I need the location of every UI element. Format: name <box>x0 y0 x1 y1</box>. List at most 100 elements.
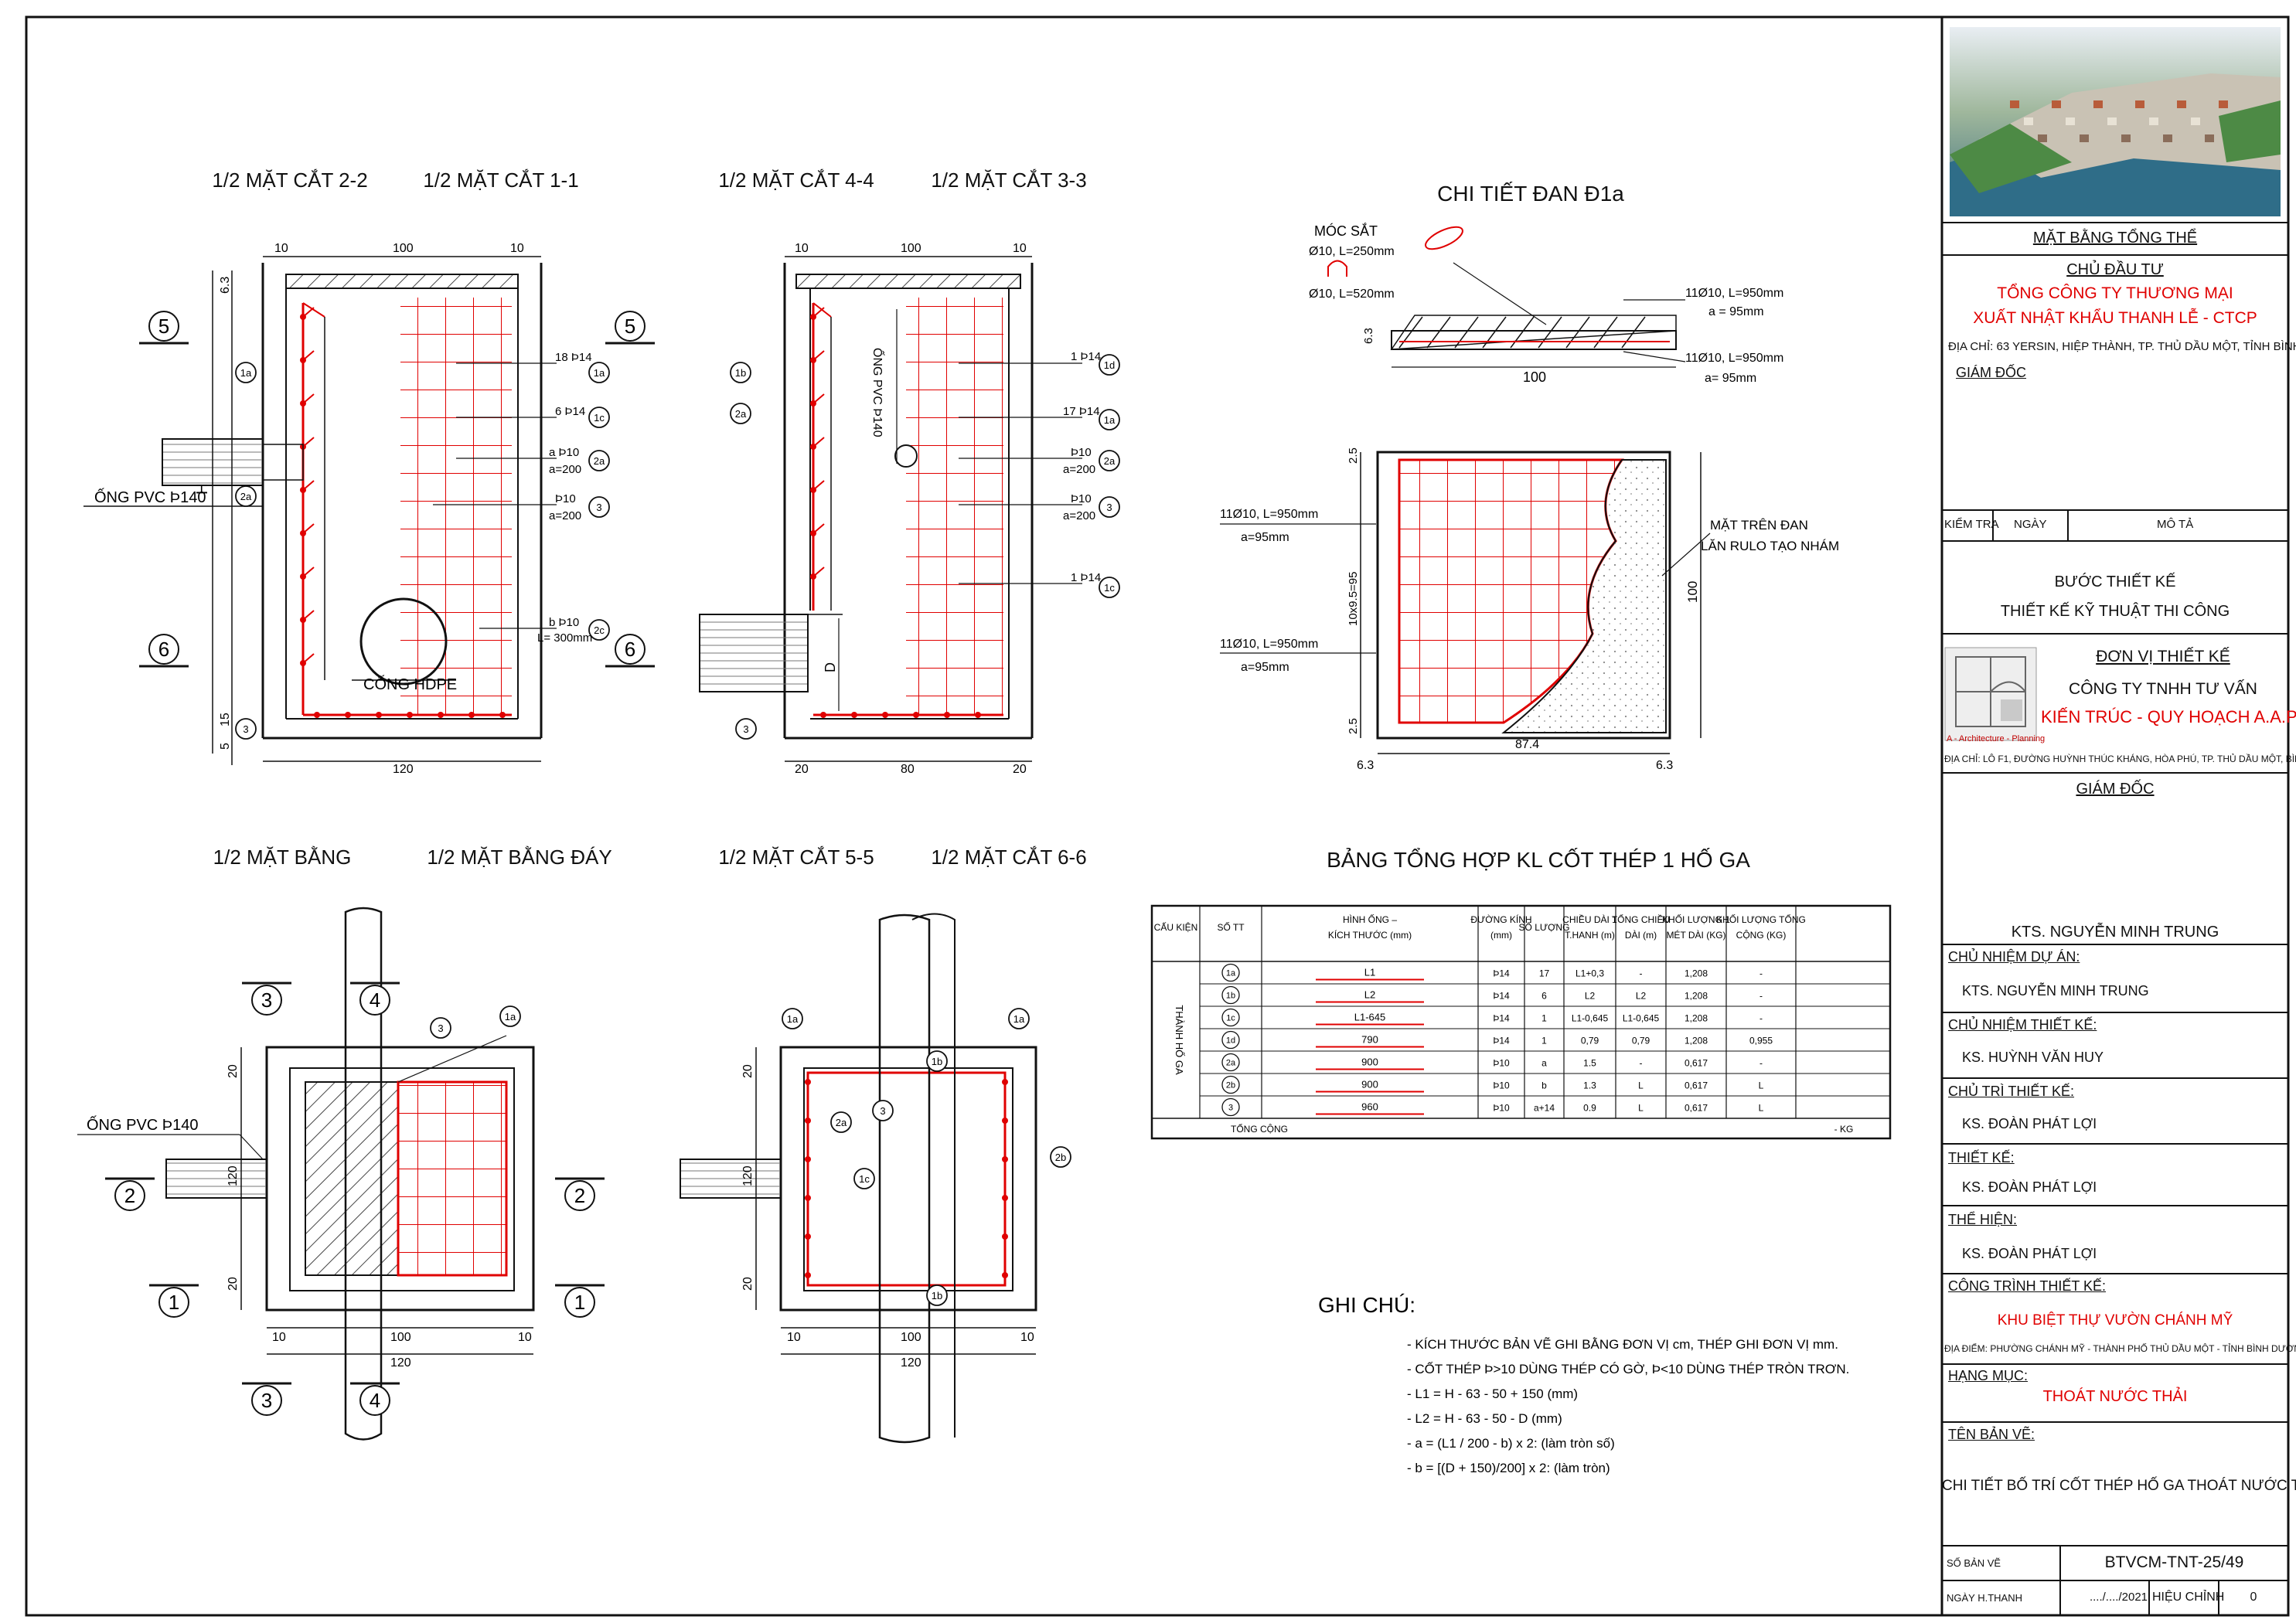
tb-director-1: GIÁM ĐỐC <box>1956 365 2027 380</box>
svg-text:1c: 1c <box>1104 582 1115 594</box>
dim-20b: 20 <box>1013 763 1027 776</box>
tb-check: KIỂM TRA <box>1944 518 1999 531</box>
table-bubble <box>1221 963 1240 982</box>
table-cell: 0,617 <box>1685 1058 1708 1069</box>
plan-view: ỐNG PVC Þ140 10 100 10 120 20 120 20 <box>77 907 535 1441</box>
table-cell: 1,208 <box>1685 1013 1708 1024</box>
rebar-bubble-1a: 1a <box>782 1008 803 1029</box>
rebar-note-d10c: Þ10 <box>1071 446 1092 459</box>
dim-20c: 20 <box>227 1064 240 1078</box>
svg-text:1: 1 <box>169 1291 179 1314</box>
rebar-dot <box>882 712 888 718</box>
dim-slab-63: 6.3 <box>1362 328 1375 344</box>
svg-text:6: 6 <box>158 638 169 661</box>
tb-rev: 0 <box>2250 1591 2257 1604</box>
dim-20f: 20 <box>741 1277 755 1291</box>
title-section-2-2: 1/2 MẶT CẮT 2-2 <box>212 168 367 192</box>
section-4-4-3-3: D ỐNG PVC Þ140 10 100 10 20 80 20 1 Þ14 … <box>699 242 1101 776</box>
tb-sheet: BTVCM-TNT-25/49 <box>2104 1553 2244 1571</box>
note-item: - CỐT THÉP Þ>10 DÙNG THÉP CÓ GỜ, Þ<10 DÙ… <box>1407 1361 1849 1376</box>
tb-drawn-label: THỂ HIỆN: <box>1948 1212 2018 1227</box>
title-section-5-5: 1/2 MẶT CẮT 5-5 <box>718 846 874 869</box>
hook-size-1: Ø10, L=250mm <box>1309 245 1395 258</box>
titleblock-lines <box>1942 222 2288 1615</box>
dim-20e: 20 <box>741 1064 755 1078</box>
svg-text:1: 1 <box>574 1291 585 1314</box>
rebar-bubble-2a: 2a <box>730 403 751 424</box>
section-mark-5: 5 <box>139 311 189 345</box>
table-cell: a+14 <box>1534 1103 1555 1114</box>
tb-date: NGÀY <box>2014 518 2047 531</box>
tb-drawn-name: KS. ĐOÀN PHÁT LỢI <box>1962 1246 2097 1261</box>
tb-design-label: THIẾT KẾ: <box>1948 1150 2015 1165</box>
section-mark-1: 1 <box>555 1284 605 1318</box>
table-cell: 0,79 <box>1632 1036 1650 1046</box>
tb-director-2-name: KTS. NGUYỄN MINH TRUNG <box>2011 924 2219 941</box>
table-cell: b <box>1541 1080 1547 1091</box>
rebar-bubble-1c: 1c <box>853 1168 875 1189</box>
dim-100c: 100 <box>390 1331 411 1344</box>
table-cell: Þ14 <box>1493 991 1510 1002</box>
table-cell: Þ14 <box>1493 1013 1510 1024</box>
table-component: THÀNH HỐ GA <box>1174 1005 1185 1075</box>
dim-120b: 120 <box>390 1356 411 1370</box>
rebar-bubble-2a: 2a <box>1099 450 1120 471</box>
rebar-dot <box>1002 1195 1008 1201</box>
tb-project-label: CÔNG TRÌNH THIẾT KẾ: <box>1948 1278 2107 1294</box>
rebar-note-l300: L= 300mm <box>537 631 592 645</box>
dim-120c: 120 <box>227 1165 240 1186</box>
rebar-note-b10: b Þ10 <box>549 616 579 629</box>
table-cell: 1 <box>1541 1013 1547 1024</box>
section-mark-2: 2 <box>555 1177 605 1211</box>
table-cell: - <box>1759 968 1763 979</box>
svg-text:4: 4 <box>370 988 380 1012</box>
rebar-bubble-1b: 1b <box>926 1050 948 1072</box>
table-cell: 0,955 <box>1749 1036 1773 1046</box>
bar-spec-1: 11Ø10, L=950mm <box>1685 287 1783 300</box>
rebar-dot <box>1002 1233 1008 1240</box>
dim-63a: 6.3 <box>219 277 232 294</box>
table-cell: - <box>1759 1013 1763 1024</box>
note-item: - a = (L1 / 200 - b) x 2: (làm tròn số) <box>1407 1436 1615 1451</box>
rebar-dot <box>1002 1156 1008 1162</box>
rebar-bubble-1a: 1a <box>588 362 610 383</box>
slab-top-label: MẶT TRÊN ĐAN <box>1710 518 1808 532</box>
rebar-dot <box>805 1156 811 1162</box>
dim-10b: 10 <box>510 242 524 255</box>
tb-unit: ĐƠN VỊ THIẾT KẾ <box>2096 648 2230 665</box>
table-cell: 17 <box>1539 968 1550 979</box>
tb-name-label: TÊN BẢN VẼ: <box>1948 1427 2035 1442</box>
bar-spec-7: 11Ø10, L=950mm <box>1220 638 1318 651</box>
tb-owner-2: XUẤT NHẬT KHẨU THANH LỄ - CTCP <box>1973 309 2257 327</box>
svg-text:3: 3 <box>596 502 601 513</box>
tb-pm-name: KTS. NGUYỄN MINH TRUNG <box>1962 983 2149 999</box>
bar-spec-6: a=95mm <box>1241 531 1289 544</box>
dim-100a: 100 <box>393 242 414 255</box>
title-plan-bottom: 1/2 MẶT BẰNG ĐÁY <box>427 846 611 869</box>
rebar-bubble-1c: 1c <box>588 407 610 428</box>
table-cell: L <box>1759 1080 1764 1091</box>
rebar-bubble-2c: 2c <box>588 619 610 641</box>
section-mark-3: 3 <box>242 1382 291 1416</box>
table-cell: L1+0,3 <box>1576 968 1604 979</box>
section-mark-2: 2 <box>105 1177 155 1211</box>
svg-text:2a: 2a <box>1104 455 1116 467</box>
rebar-note-17: 17 Þ14 <box>1063 405 1100 418</box>
table-bubble <box>1221 1053 1240 1072</box>
tb-owner-address: ĐỊA CHỈ: 63 YERSIN, HIỆP THÀNH, TP. THỦ … <box>1948 340 2296 353</box>
table-header: T.HANH (m) <box>1565 930 1615 941</box>
dim-slab-25a: 2.5 <box>1347 447 1360 464</box>
svg-text:1d: 1d <box>1226 1036 1235 1046</box>
rebar-bubble-1a: 1a <box>1099 409 1120 430</box>
table-header: (mm) <box>1490 930 1512 941</box>
svg-text:1a: 1a <box>1226 969 1236 978</box>
table-header: CỘNG (KG) <box>1736 929 1787 941</box>
tb-owner-1: TỔNG CÔNG TY THƯƠNG MẠI <box>1997 284 2233 302</box>
rebar-dot <box>851 712 857 718</box>
svg-text:4: 4 <box>370 1389 380 1412</box>
svg-text:3: 3 <box>261 988 272 1012</box>
rebar-bubble-3: 3 <box>588 496 610 518</box>
rebar-note-a10: a Þ10 <box>549 446 579 459</box>
rebar-note-6: 6 Þ14 <box>555 405 585 418</box>
